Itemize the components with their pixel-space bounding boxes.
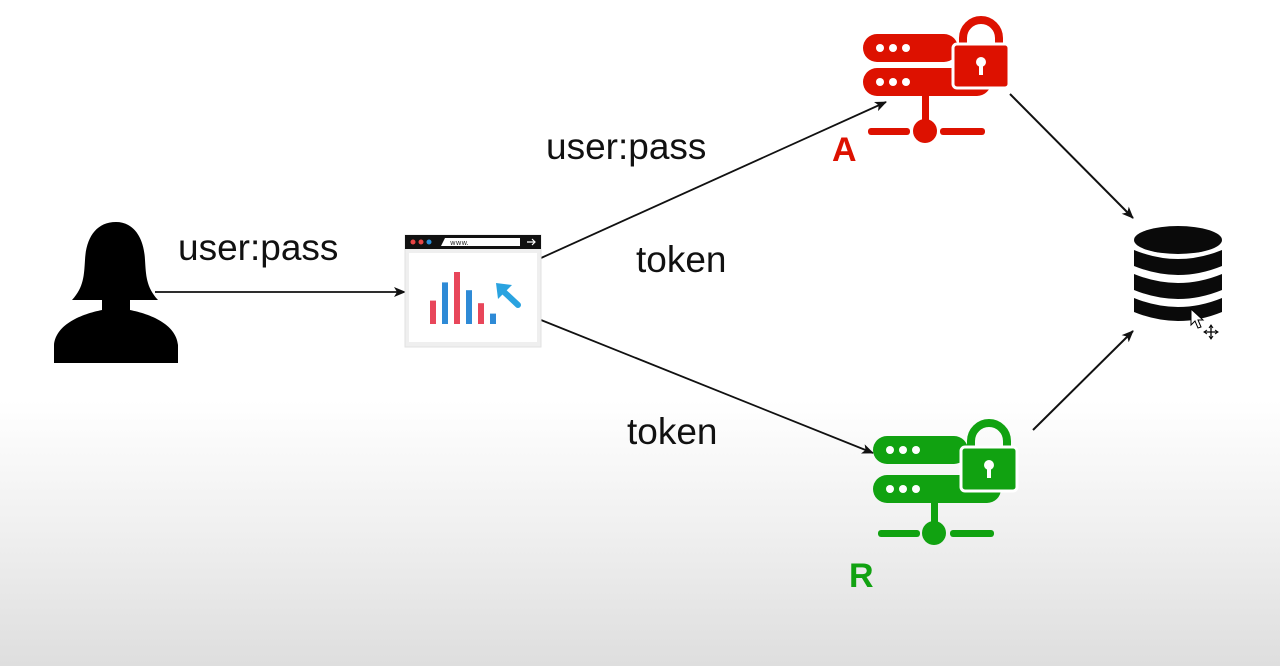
resource-lock-icon bbox=[959, 419, 1019, 493]
database-icon bbox=[1134, 226, 1222, 321]
chart-bar bbox=[454, 272, 460, 324]
label-user-to-app: user:pass bbox=[178, 227, 338, 268]
label-app-to-resource: token bbox=[627, 411, 718, 452]
label-app-to-auth: user:pass bbox=[546, 126, 706, 167]
chart-bar bbox=[490, 313, 496, 324]
edge-resource-to-database bbox=[1032, 330, 1134, 431]
edge-auth-to-database bbox=[1009, 93, 1134, 219]
auth-server: A bbox=[832, 16, 1011, 169]
edge-app-to-resource bbox=[540, 319, 874, 454]
resource-server-letter: R bbox=[849, 557, 874, 595]
chart-bar bbox=[442, 282, 448, 324]
pointer-arrow-icon bbox=[496, 283, 521, 308]
edge-app-to-auth bbox=[540, 101, 887, 259]
auth-server-letter: A bbox=[832, 131, 857, 169]
edges bbox=[155, 93, 1134, 454]
browser-chart bbox=[430, 272, 496, 324]
label-auth-to-app: token bbox=[636, 239, 727, 280]
chart-bar bbox=[466, 290, 472, 324]
resource-server: R bbox=[849, 419, 1019, 595]
chart-bar bbox=[478, 303, 484, 324]
chart-bar bbox=[430, 300, 436, 324]
browser-url-text: www. bbox=[450, 239, 469, 247]
auth-lock-icon bbox=[951, 16, 1011, 90]
mouse-cursor-icon bbox=[1190, 307, 1219, 340]
browser-app-icon: www. bbox=[404, 234, 542, 348]
user-silhouette-icon bbox=[54, 222, 178, 363]
